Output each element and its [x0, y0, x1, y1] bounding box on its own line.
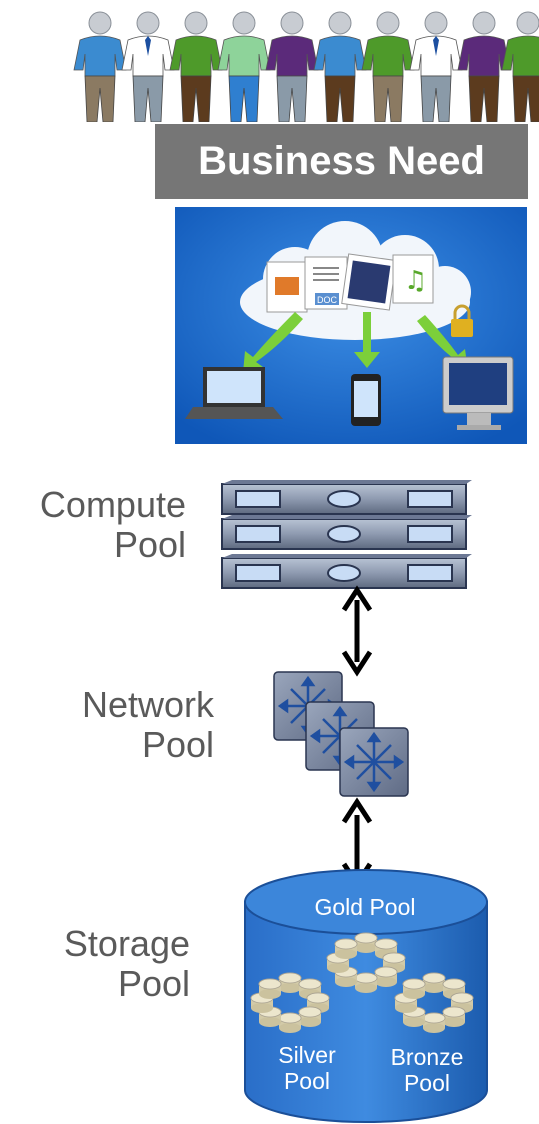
- document-icons: PPT DOC ♫: [266, 253, 434, 313]
- compute-server-2: [221, 514, 473, 550]
- silver-pool-label-line1: Silver: [278, 1042, 336, 1068]
- cloud-services-panel: PPT DOC ♫: [175, 207, 527, 444]
- phone-icon: [351, 374, 381, 426]
- business-need-label: Business Need: [198, 139, 485, 183]
- bronze-pool-label-line2: Pool: [403, 1070, 451, 1096]
- business-users-icon: [73, 11, 539, 122]
- compute-pool-label-line2: Pool: [113, 524, 186, 565]
- silver-pool-label-line2: Pool: [283, 1068, 331, 1094]
- network-pool-label-line1: Network: [81, 684, 214, 725]
- storage-pool-label-line1: Storage: [63, 923, 190, 964]
- bronze-pool-label: Bronze Pool: [372, 1044, 482, 1096]
- business-need-banner: [155, 124, 528, 199]
- svg-text:♫: ♫: [404, 266, 427, 296]
- compute-network-arrow: [341, 585, 373, 677]
- compute-pool-label: Compute Pool: [0, 485, 186, 565]
- silver-pool-label: Silver Pool: [252, 1042, 362, 1094]
- infrastructure-diagram: [221, 479, 488, 1123]
- network-pool-label-line2: Pool: [141, 724, 214, 765]
- ppt-tag: PPT: [278, 299, 296, 309]
- network-pool-label: Network Pool: [0, 685, 214, 765]
- storage-cylinder: [244, 869, 488, 1123]
- doc-tag: DOC: [317, 295, 338, 305]
- lock-icon: [451, 304, 473, 337]
- laptop-icon: [185, 367, 283, 419]
- bronze-pool-label-line1: Bronze: [390, 1044, 464, 1070]
- storage-pool-label-line2: Pool: [117, 963, 190, 1004]
- compute-pool-label-line1: Compute: [39, 484, 186, 525]
- compute-server-3: [221, 553, 473, 589]
- compute-server-1: [221, 479, 473, 515]
- network-switch-3: [338, 726, 410, 798]
- gold-pool-label: Gold Pool: [314, 894, 416, 920]
- storage-pool-label: Storage Pool: [0, 924, 190, 1004]
- monitor-icon: [442, 356, 514, 430]
